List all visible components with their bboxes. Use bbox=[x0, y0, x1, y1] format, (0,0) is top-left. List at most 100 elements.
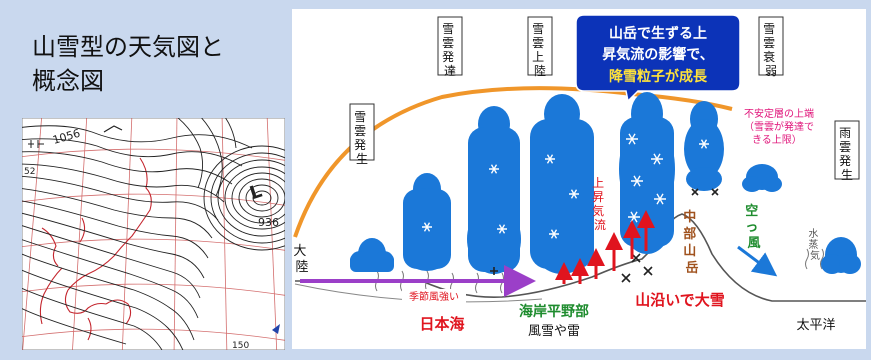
stage-char: 生 bbox=[356, 152, 368, 166]
cloud-8 bbox=[821, 237, 861, 274]
page-title-line-2: 概念図 bbox=[32, 67, 104, 95]
stage-label-cloud-birth: 雪 雲 発 生 bbox=[354, 110, 370, 166]
unstable-note-line-1: 不安定層の上端 bbox=[744, 107, 814, 120]
stage-char: 雪 bbox=[354, 110, 366, 124]
dry-wind-char: 空 bbox=[745, 203, 758, 219]
stage-char: 生 bbox=[841, 168, 853, 182]
pacific-label: 太平洋 bbox=[796, 318, 835, 333]
low-pressure-label: 936 bbox=[258, 216, 279, 229]
snow-clouds bbox=[350, 92, 861, 274]
stage-box-cloud-develop: 雪 雲 発 達 bbox=[437, 16, 463, 78]
snowflake-icon bbox=[699, 139, 709, 149]
stage-char: 雪 bbox=[442, 22, 454, 36]
cloud-4 bbox=[530, 94, 594, 274]
stage-char: 雲 bbox=[763, 36, 775, 50]
page-title: 山雪型の天気図と 概念図 bbox=[32, 30, 272, 98]
stage-char: 発 bbox=[442, 50, 454, 64]
stage-char: 雪 bbox=[763, 22, 775, 36]
cloud-6 bbox=[684, 101, 724, 191]
low-pressure-system bbox=[203, 145, 285, 251]
snowflake-icon bbox=[497, 224, 507, 234]
vapor-char: 気 bbox=[810, 249, 820, 262]
isobar-label-left: 52 bbox=[24, 167, 35, 177]
mountain-char: 中 bbox=[683, 209, 696, 225]
dry-wind-arrow bbox=[737, 245, 778, 277]
snowflake-icon bbox=[631, 175, 643, 187]
continent-label: 大 陸 bbox=[293, 244, 310, 275]
central-mountains-label: 中 部 山 岳 bbox=[683, 209, 701, 276]
updraft-char: 昇 bbox=[592, 190, 604, 204]
stage-char: 発 bbox=[839, 154, 851, 168]
snowflake-icon bbox=[422, 222, 432, 232]
isobars bbox=[22, 118, 253, 350]
stage-label-rain-cloud: 雨 雲 発 生 bbox=[839, 126, 855, 182]
unstable-note-line-2: （雪雲が発達で bbox=[744, 120, 814, 133]
unstable-note-line-3: きる上限） bbox=[752, 134, 802, 146]
stage-char: 弱 bbox=[765, 64, 777, 78]
snowflake-icon bbox=[626, 133, 638, 145]
cloud-2 bbox=[403, 173, 451, 271]
updraft-arrows bbox=[555, 210, 655, 284]
snowflake-icon bbox=[569, 189, 579, 199]
updraft-char: 上 bbox=[592, 176, 604, 190]
stage-box-rain-cloud: 雨 雲 発 生 bbox=[834, 120, 860, 182]
snowflake-icon bbox=[549, 229, 559, 239]
stage-char: 発 bbox=[354, 138, 366, 152]
stage-char: 雨 bbox=[839, 126, 851, 140]
terrain-outline bbox=[295, 213, 866, 302]
stage-box-cloud-weaken: 雪 雲 衰 弱 bbox=[758, 16, 784, 78]
water-vapor-label: 水 蒸 気 bbox=[808, 228, 821, 262]
heavy-snow-label: 山沿いで大雪 bbox=[635, 291, 725, 309]
wind-snow-thunder-label: 風雪や雷 bbox=[528, 324, 580, 339]
callout-line-3: 降雪粒子が成長 bbox=[609, 68, 708, 85]
callout-bubble: 山岳で生ずる上 昇気流の影響で、 降雪粒子が成長 bbox=[575, 14, 741, 103]
high-pressure-mark bbox=[28, 140, 44, 148]
stage-char: 達 bbox=[444, 64, 456, 78]
stage-char: 雲 bbox=[839, 140, 851, 154]
dry-wind-label: 空 っ 風 bbox=[745, 203, 763, 251]
updraft-char: 流 bbox=[594, 218, 606, 232]
sea-of-japan-label: 日本海 bbox=[419, 315, 464, 333]
front-mark bbox=[103, 125, 123, 133]
continent-char: 陸 bbox=[295, 259, 308, 275]
stage-char: 雲 bbox=[354, 124, 366, 138]
monsoon-label-bg bbox=[402, 289, 466, 303]
stage-label-cloud-develop: 雪 雲 発 達 bbox=[442, 22, 458, 78]
stage-char: 上 bbox=[532, 50, 544, 64]
snowflake-icon bbox=[651, 153, 663, 165]
mountain-char: 山 bbox=[683, 243, 696, 259]
continent-char: 大 bbox=[293, 244, 306, 259]
updraft-char: 気 bbox=[592, 203, 604, 218]
page-title-line-1: 山雪型の天気図と bbox=[32, 33, 224, 61]
stage-char: 衰 bbox=[763, 49, 775, 64]
coastal-plain-label: 海岸平野部 bbox=[519, 303, 589, 320]
vapor-char: 蒸 bbox=[808, 239, 818, 251]
dry-wind-char: っ bbox=[745, 220, 758, 235]
cloud-5 bbox=[619, 92, 675, 254]
stage-char: 雲 bbox=[442, 36, 454, 50]
stage-label-cloud-weaken: 雪 雲 衰 弱 bbox=[763, 22, 779, 78]
conceptual-diagram: 雪 雲 発 生 雪 雲 発 達 雪 雲 上 陸 bbox=[292, 9, 866, 349]
weather-map: 1056 L 936 52 150 bbox=[22, 118, 285, 350]
stage-label-cloud-landfall: 雪 雲 上 陸 bbox=[532, 22, 548, 78]
snow-crystals bbox=[422, 133, 709, 239]
snowflake-icon bbox=[489, 164, 499, 174]
updraft-label: 上 昇 気 流 bbox=[592, 176, 608, 232]
monsoon-label: 季節風強い bbox=[409, 290, 459, 303]
snowflake-icon bbox=[654, 193, 666, 205]
callout-line-1: 山岳で生ずる上 bbox=[609, 25, 707, 42]
stage-char: 雲 bbox=[532, 36, 544, 50]
callout-line-2: 昇気流の影響で、 bbox=[602, 46, 713, 63]
vapor-char: 水 bbox=[808, 228, 818, 240]
mountain-char: 部 bbox=[683, 226, 696, 242]
stage-char: 陸 bbox=[534, 64, 546, 78]
dry-wind-char: 風 bbox=[747, 236, 760, 251]
map-corner-marker bbox=[272, 324, 280, 334]
unstable-layer-curve bbox=[293, 86, 733, 238]
cloud-3 bbox=[467, 106, 521, 274]
stage-box-cloud-birth: 雪 雲 発 生 bbox=[349, 103, 375, 166]
cloud-1 bbox=[350, 238, 394, 272]
mountain-char: 岳 bbox=[685, 261, 698, 276]
isobar-label-bottom: 150 bbox=[232, 341, 249, 350]
stage-box-cloud-landfall: 雪 雲 上 陸 bbox=[527, 16, 553, 78]
